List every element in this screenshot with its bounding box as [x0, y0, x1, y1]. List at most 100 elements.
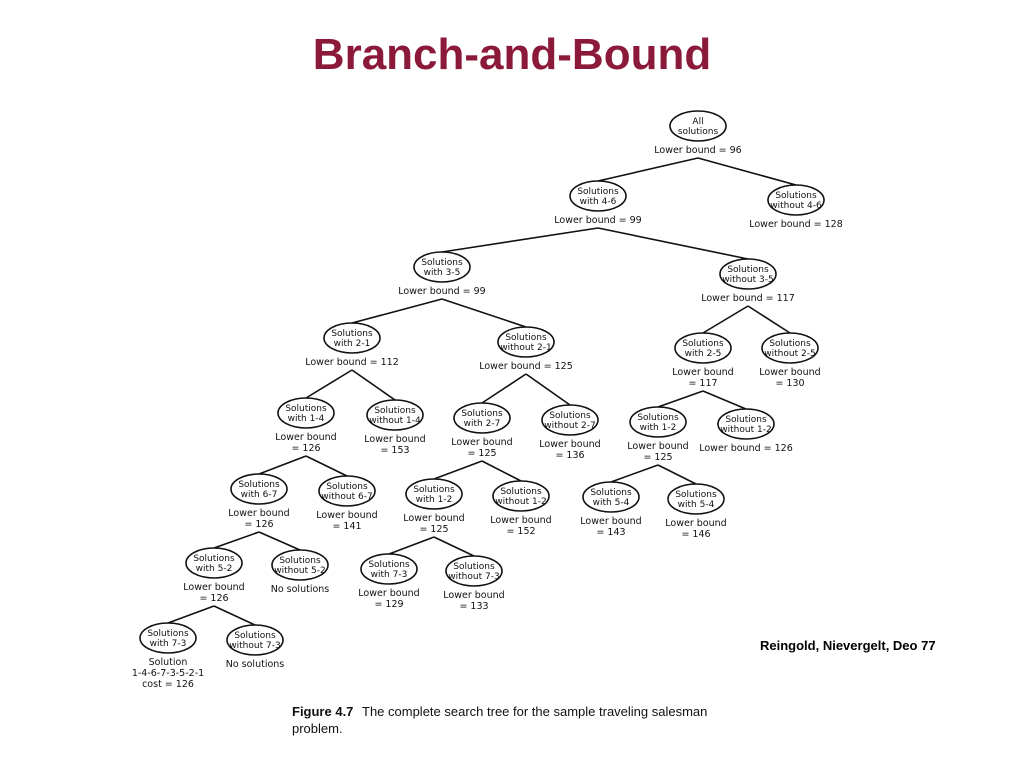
node-bound-text: Solution [149, 657, 188, 668]
tree-edge-w12b-wo73a [433, 536, 475, 557]
node-label: Solutions [500, 487, 542, 497]
tree-edge-wo21-wo27 [525, 373, 571, 406]
node-label: Solutions [234, 631, 276, 641]
node-label: with 5-2 [196, 564, 233, 574]
node-label: with 2-1 [334, 339, 371, 349]
node-bound-text: Lower bound [316, 510, 377, 521]
node-ellipse [271, 549, 329, 581]
node-bound-text: Lower bound = 96 [654, 145, 741, 156]
node-bound-text: = 117 [688, 378, 717, 389]
node-ellipse [226, 624, 284, 656]
node-label: Solutions [238, 480, 280, 490]
page-title: Branch-and-Bound [312, 30, 712, 79]
node-label: Solutions [505, 333, 547, 343]
node-label: Solutions [331, 329, 373, 339]
tree-edge-w52-w73b [167, 605, 215, 624]
tree-edge-w25-wo12a [702, 390, 747, 410]
node-label: with 5-4 [593, 498, 630, 508]
node-ellipse [405, 478, 463, 510]
node-ellipse [569, 180, 627, 212]
node-bound-text: Lower bound [228, 508, 289, 519]
node-label: solutions [678, 127, 719, 137]
node-label: Solutions [368, 560, 410, 570]
caption-line-2: problem. [292, 721, 343, 736]
node-bound-text: = 126 [199, 593, 228, 604]
node-label: All [692, 117, 703, 127]
node-ellipse [139, 622, 197, 654]
node-bound-text: = 141 [332, 521, 361, 532]
node-bound-text: Lower bound [358, 588, 419, 599]
node-ellipse [669, 110, 727, 142]
node-ellipse [629, 406, 687, 438]
node-label: without 1-4 [369, 416, 421, 426]
node-label: without 4-6 [770, 201, 822, 211]
tree-edge-w14-wo67 [305, 455, 348, 477]
tree-edge-w46-w35 [441, 227, 599, 253]
node-label: Solutions [577, 187, 619, 197]
node-label: Solutions [590, 488, 632, 498]
node-bound-text: Lower bound = 125 [479, 361, 573, 372]
node-label: Solutions [682, 339, 724, 349]
node-label: Solutions [675, 490, 717, 500]
tree-edge-w67-wo52 [258, 531, 301, 551]
node-bound-text: = 126 [244, 519, 273, 530]
tree-edge-w27-wo12b [481, 460, 522, 482]
node-bound-text: No solutions [271, 584, 330, 595]
node-ellipse [767, 184, 825, 216]
node-label: with 3-5 [424, 268, 461, 278]
tree-edge-wo35-wo25 [747, 305, 791, 334]
node-label: Solutions [453, 562, 495, 572]
node-ellipse [541, 404, 599, 436]
node-bound-text: = 125 [467, 448, 496, 459]
node-label: Solutions [421, 258, 463, 268]
node-label: Solutions [147, 629, 189, 639]
node-label: without 2-7 [544, 421, 595, 431]
node-label: without 5-2 [274, 566, 325, 576]
node-ellipse [717, 408, 775, 440]
node-bound-text: Lower bound [183, 582, 244, 593]
tree-edges [167, 157, 797, 626]
tree-edge-w14-w67 [258, 455, 307, 475]
node-label: Solutions [285, 404, 327, 414]
node-ellipse [185, 547, 243, 579]
node-label: Solutions [413, 485, 455, 495]
node-label: with 7-3 [371, 570, 408, 580]
node-label: Solutions [637, 413, 679, 423]
node-bound-text: = 130 [775, 378, 804, 389]
node-ellipse [497, 326, 555, 358]
node-label: without 6-7 [321, 492, 372, 502]
node-bound-text: Lower bound [403, 513, 464, 524]
node-ellipse [230, 473, 288, 505]
node-bound-text: = 146 [681, 529, 710, 540]
node-label: Solutions [193, 554, 235, 564]
node-label: Solutions [775, 191, 817, 201]
node-bound-text: Lower bound [539, 439, 600, 450]
node-label: without 2-1 [500, 343, 551, 353]
node-ellipse [492, 480, 550, 512]
node-ellipse [667, 483, 725, 515]
node-ellipse [413, 251, 471, 283]
node-label: with 5-4 [678, 500, 715, 510]
node-bound-text: = 153 [380, 445, 409, 456]
figure-number: Figure 4.7 [292, 704, 354, 719]
tree-edge-root-w46 [597, 157, 699, 182]
node-bound-text: Lower bound = 99 [554, 215, 641, 226]
node-bound-text: Lower bound [672, 367, 733, 378]
tree-edge-w35-wo21 [441, 298, 527, 328]
node-label: without 1-2 [720, 425, 771, 435]
